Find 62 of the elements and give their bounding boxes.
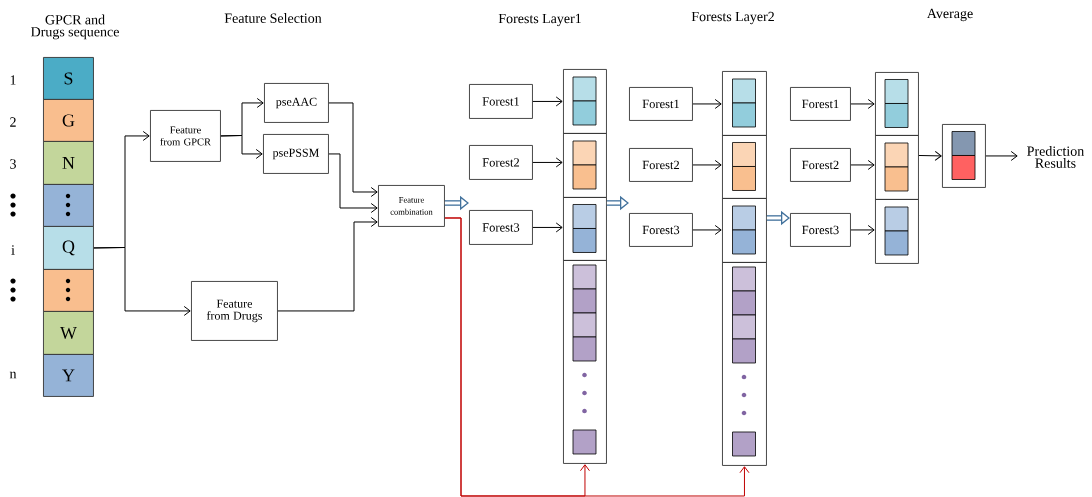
sequence-cell: W (43, 311, 94, 355)
arrow (532, 222, 563, 233)
column-title: Feature Selection (224, 13, 322, 23)
arrow (328, 153, 378, 213)
column-title: Forests Layer2 (691, 11, 774, 25)
vector-segment (722, 198, 767, 263)
process-box: Feature from Drugs (191, 281, 278, 341)
sequence-cell: Y (43, 354, 94, 397)
arrow (850, 98, 875, 109)
forest-box: Forest3 (629, 213, 693, 247)
sequence-cell (43, 269, 94, 312)
sequence-cell: G (43, 99, 94, 142)
vector-segment (722, 135, 767, 199)
vector-segment (563, 69, 607, 134)
column-title: GPCR and Drugs sequence (31, 14, 119, 40)
row-number: n (9, 371, 17, 379)
forest-box: Forest2 (629, 148, 693, 182)
row-number: i (11, 245, 15, 255)
arrow (985, 150, 1018, 161)
vector-segment (875, 135, 919, 200)
process-box: pseAAC (264, 83, 329, 123)
sequence-cell: S (43, 57, 94, 100)
sequence-cell: Q (43, 226, 94, 270)
forest-box: Forest1 (469, 84, 533, 119)
arrow (850, 224, 875, 235)
arrow (692, 98, 722, 109)
sequence-cell: N (43, 141, 94, 185)
forest-box: Forest1 (629, 87, 693, 121)
vector-segment (722, 71, 767, 136)
process-box: Feature from GPCR (150, 110, 221, 162)
arrow (532, 96, 563, 107)
forest-box: Forest2 (469, 145, 533, 180)
vector-segment (722, 262, 767, 466)
arrow (277, 217, 378, 312)
forest-box: Forest3 (790, 213, 851, 247)
forest-box: Forest3 (469, 210, 533, 245)
vector-segment (875, 72, 919, 136)
arrow (220, 135, 263, 159)
process-box: Feature combination (378, 185, 445, 227)
arrow (328, 102, 378, 197)
vector-segment (875, 199, 919, 264)
arrow (850, 159, 875, 170)
arrow (692, 224, 722, 235)
row-number: 2 (10, 117, 16, 127)
forest-box: Forest1 (790, 87, 851, 121)
column-title: Average (926, 8, 973, 22)
row-number: 1 (10, 75, 16, 85)
arrow (918, 150, 942, 161)
output-text: Prediction Results (1027, 146, 1084, 168)
sequence-cell (43, 184, 94, 227)
average-box (942, 124, 986, 188)
row-number: 3 (10, 159, 16, 169)
arrow (692, 159, 722, 170)
vector-segment (563, 133, 607, 198)
column-title: Forests Layer1 (498, 13, 581, 27)
process-box: psePSSM (263, 134, 329, 174)
vector-segment (563, 260, 607, 464)
arrow (93, 247, 191, 316)
arrow (444, 217, 750, 497)
arrow (532, 157, 563, 168)
vector-segment (563, 197, 607, 261)
forest-box: Forest2 (790, 148, 851, 182)
